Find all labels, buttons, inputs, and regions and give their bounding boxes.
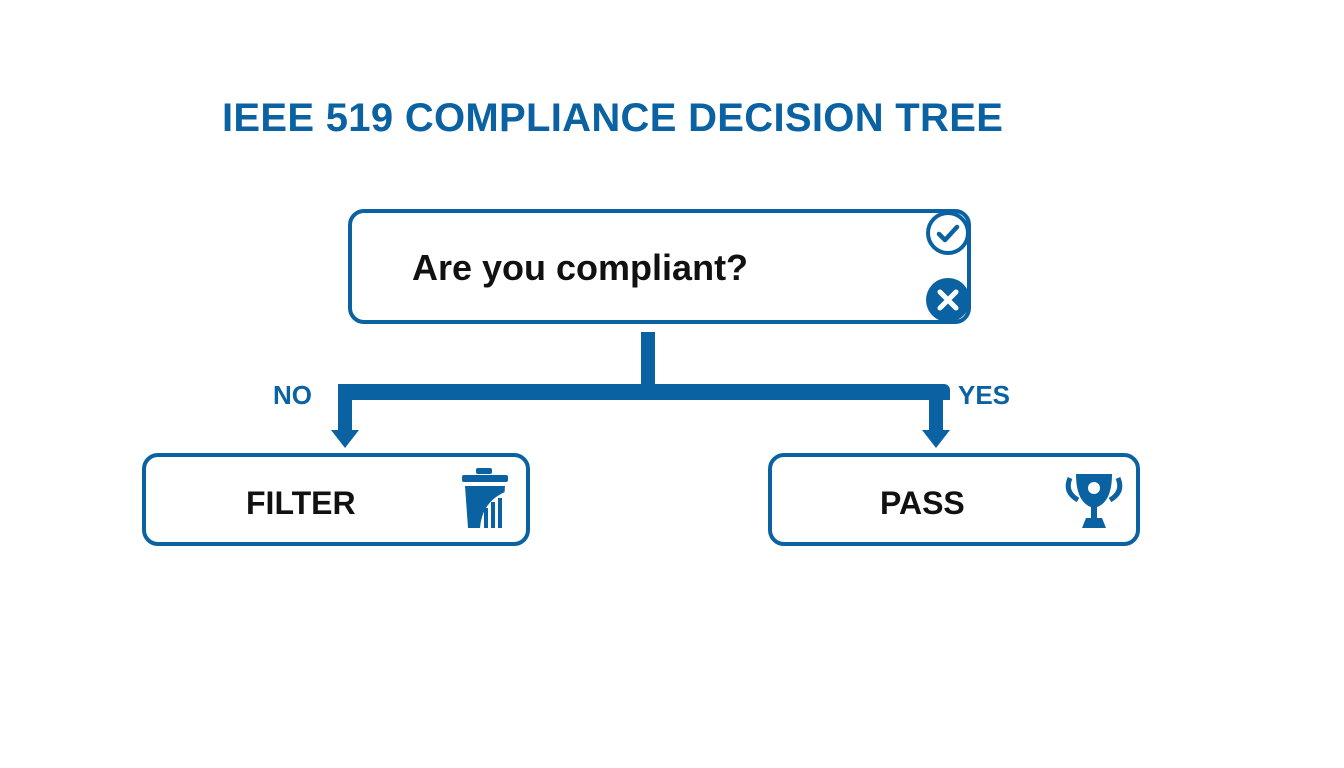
trophy-icon [1060, 470, 1128, 537]
branch-label-yes: YES [958, 380, 1011, 410]
result-node-filter: FILTER [142, 453, 530, 546]
filter-bin-icon [460, 466, 510, 535]
question-node: Are you compliant? [348, 209, 971, 324]
arrow-yes-icon [922, 430, 950, 448]
result-pass-text: PASS [880, 485, 965, 521]
arrow-no-icon [331, 430, 359, 448]
result-filter-text: FILTER [246, 485, 356, 521]
connector-left-drop [338, 384, 352, 432]
connector-right-drop [929, 384, 943, 432]
check-circle-icon [926, 211, 970, 255]
question-text: Are you compliant? [412, 247, 749, 288]
branch-label-no: NO [273, 380, 312, 410]
connector-stem [641, 332, 655, 388]
diagram-title: IEEE 519 COMPLIANCE DECISION TREE [222, 96, 1004, 140]
x-circle-icon [926, 278, 970, 322]
connector-horizontal [338, 384, 950, 400]
